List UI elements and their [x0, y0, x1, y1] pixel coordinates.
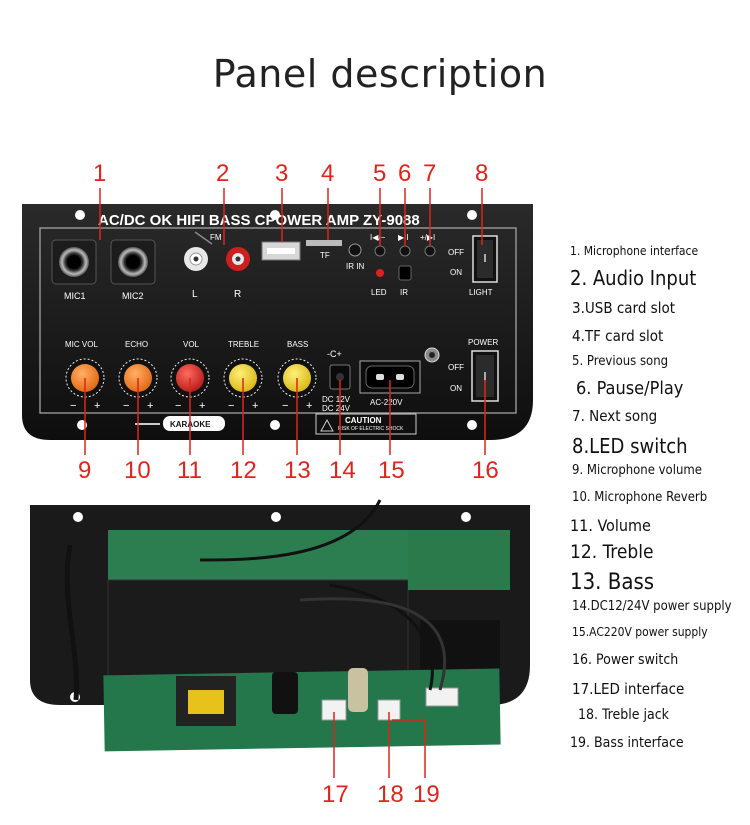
rca-r-label: R: [234, 289, 241, 300]
tf-label: TF: [320, 251, 330, 260]
front-panel: AC/DC OK HIFI BASS CPOWER AMP ZY-9088 MI…: [22, 204, 533, 440]
callout-9: 9: [78, 457, 91, 484]
callout-8: 8: [475, 160, 488, 187]
legend-item: 13. Bass: [570, 570, 655, 595]
ir-label: IR: [400, 288, 408, 297]
legend-item: 4.TF card slot: [572, 327, 664, 345]
legend-item: 11. Volume: [570, 516, 651, 535]
knob-minus-1: −: [70, 400, 76, 412]
legend-item: 16. Power switch: [572, 652, 679, 668]
ac-label: AC-220V: [370, 398, 403, 407]
callout-16: 16: [472, 457, 499, 484]
legend-item: 1. Microphone interface: [570, 244, 699, 258]
legend-item: 8.LED switch: [572, 434, 688, 458]
knob-minus-4: −: [228, 400, 234, 412]
callout-2: 2: [216, 160, 229, 187]
mic2-jack: [110, 239, 156, 285]
knob-plus-1: +: [94, 400, 100, 412]
bass-label: BASS: [287, 340, 308, 349]
next-button: [424, 245, 436, 257]
callout-5: 5: [373, 160, 386, 187]
legend-item: 14.DC12/24V power supply: [572, 599, 732, 614]
legend-item: 10. Microphone Reverb: [572, 490, 708, 505]
knob-plus-2: +: [147, 400, 153, 412]
legend-item: 18. Treble jack: [578, 707, 669, 723]
play-button: [399, 245, 411, 257]
callout-17: 17: [322, 781, 349, 808]
callout-12: 12: [230, 457, 257, 484]
caution-small-1: RISK OF ELECTRIC SHOCK: [338, 426, 404, 432]
callout-14: 14: [329, 457, 356, 484]
knob-plus-5: +: [306, 400, 312, 412]
echo-label: ECHO: [125, 340, 148, 349]
mic1-label: MIC1: [64, 291, 86, 301]
caution-label: CAUTION: [345, 416, 382, 425]
mic-vol-label: MIC VOL: [65, 340, 98, 349]
light-label: LIGHT: [469, 288, 493, 297]
legend-item: 5. Previous song: [572, 354, 669, 369]
legend-item: 19. Bass interface: [570, 735, 684, 751]
callout-18: 18: [377, 781, 404, 808]
light-on-label: ON: [450, 268, 462, 277]
rca-l-label: L: [192, 289, 198, 300]
caution-box: [315, 413, 417, 435]
ir-in-jack: [348, 243, 362, 257]
callout-13: 13: [284, 457, 311, 484]
power-on-label: ON: [450, 384, 462, 393]
karaoke-badge: [163, 416, 225, 431]
dc-label-1: DC 12V: [322, 395, 351, 404]
rca-right-jack: [226, 247, 250, 271]
led-indicator: [376, 269, 384, 277]
power-label: POWER: [468, 338, 498, 347]
legend-item: 6. Pause/Play: [576, 378, 684, 399]
legend-item: 3.USB card slot: [572, 299, 676, 317]
knob-minus-2: −: [123, 400, 129, 412]
mic2-label: MIC2: [122, 291, 144, 301]
knob-minus-5: −: [282, 400, 288, 412]
light-switch: [472, 235, 498, 283]
legend-item: 17.LED interface: [572, 680, 685, 698]
callout-11: 11: [177, 457, 202, 484]
rear-board: [30, 499, 530, 752]
treble-label: TREBLE: [228, 340, 259, 349]
legend-item: 7. Next song: [572, 407, 658, 425]
prev-button: [374, 245, 386, 257]
legend-item: 12. Treble: [570, 541, 654, 563]
vol-label: VOL: [183, 340, 200, 349]
light-off-label: OFF: [448, 248, 464, 257]
knob-plus-4: +: [252, 400, 258, 412]
play-label: ▶II: [398, 233, 409, 242]
legend-item: 9. Microphone volume: [572, 463, 702, 478]
callout-6: 6: [398, 160, 411, 187]
callout-1: 1: [93, 160, 106, 187]
knob-plus-3: +: [199, 400, 205, 412]
callout-7: 7: [423, 160, 436, 187]
callout-15: 15: [378, 457, 405, 484]
dc-label-2: DC 24V: [322, 404, 351, 413]
power-off-label: OFF: [448, 363, 464, 372]
prev-label: I◀/−: [370, 233, 386, 242]
usb-slot: [261, 241, 301, 261]
callout-lines: [84, 188, 486, 778]
rca-left-jack: [184, 247, 208, 271]
legend-item: 2. Audio Input: [570, 266, 697, 290]
page-title: Panel description: [212, 52, 548, 96]
dc-symbol: -C+: [327, 349, 342, 359]
led-label: LED: [371, 288, 387, 297]
legend-item: 15.AC220V power supply: [572, 625, 708, 639]
ir-in-label: IR IN: [346, 262, 364, 271]
callout-19: 19: [413, 781, 440, 808]
next-label: +/▶I: [420, 233, 435, 242]
tf-slot: [306, 240, 342, 246]
fm-label: FM: [210, 233, 222, 242]
panel-header-text: AC/DC OK HIFI BASS CPOWER AMP ZY-9088: [98, 212, 420, 229]
mic1-jack: [51, 239, 97, 285]
knob-minus-3: −: [175, 400, 181, 412]
callout-4: 4: [321, 160, 334, 187]
callout-10: 10: [124, 457, 151, 484]
ir-receiver: [398, 265, 412, 281]
callout-3: 3: [275, 160, 288, 187]
